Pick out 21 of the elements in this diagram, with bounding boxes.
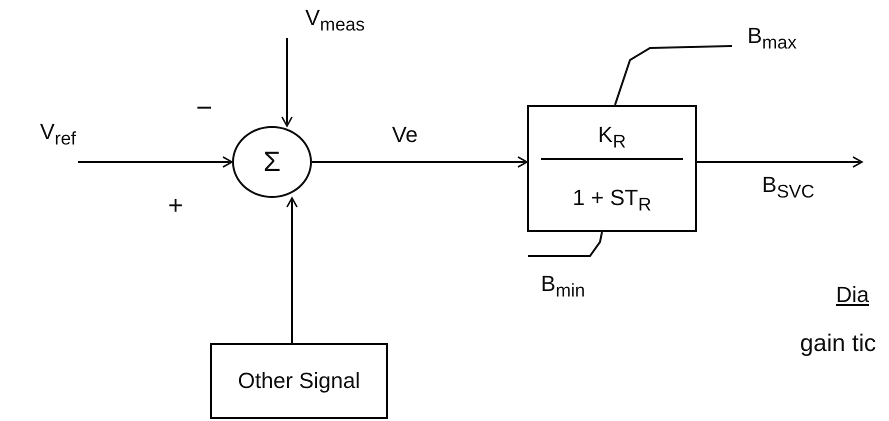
arrow [312,156,528,168]
node-text: V$_{ref}$ [40,118,76,150]
numerator: K$_{R}$ [540,116,684,160]
arrow [78,156,233,168]
transfer-function-block [527,105,697,232]
node-text: B$_{max}$ [747,22,797,54]
sum-symbol: Σ [263,146,281,178]
arrow [286,197,298,343]
caption-text: Dia [836,282,870,308]
node-text: V$_{meas}$ [305,4,365,36]
caption-text: gain tic [800,330,876,358]
arrow [281,38,293,127]
node-text: B$_{min}$ [540,270,586,302]
arrow [697,156,863,168]
sign-label: + [168,190,184,221]
node-text: Other Signal [238,368,360,394]
signal-block [210,343,388,419]
sign-label: − [196,92,212,124]
denominator: 1 + ST$_{R}$ [572,184,652,216]
leader-line [528,232,603,257]
leader-line [614,45,732,106]
